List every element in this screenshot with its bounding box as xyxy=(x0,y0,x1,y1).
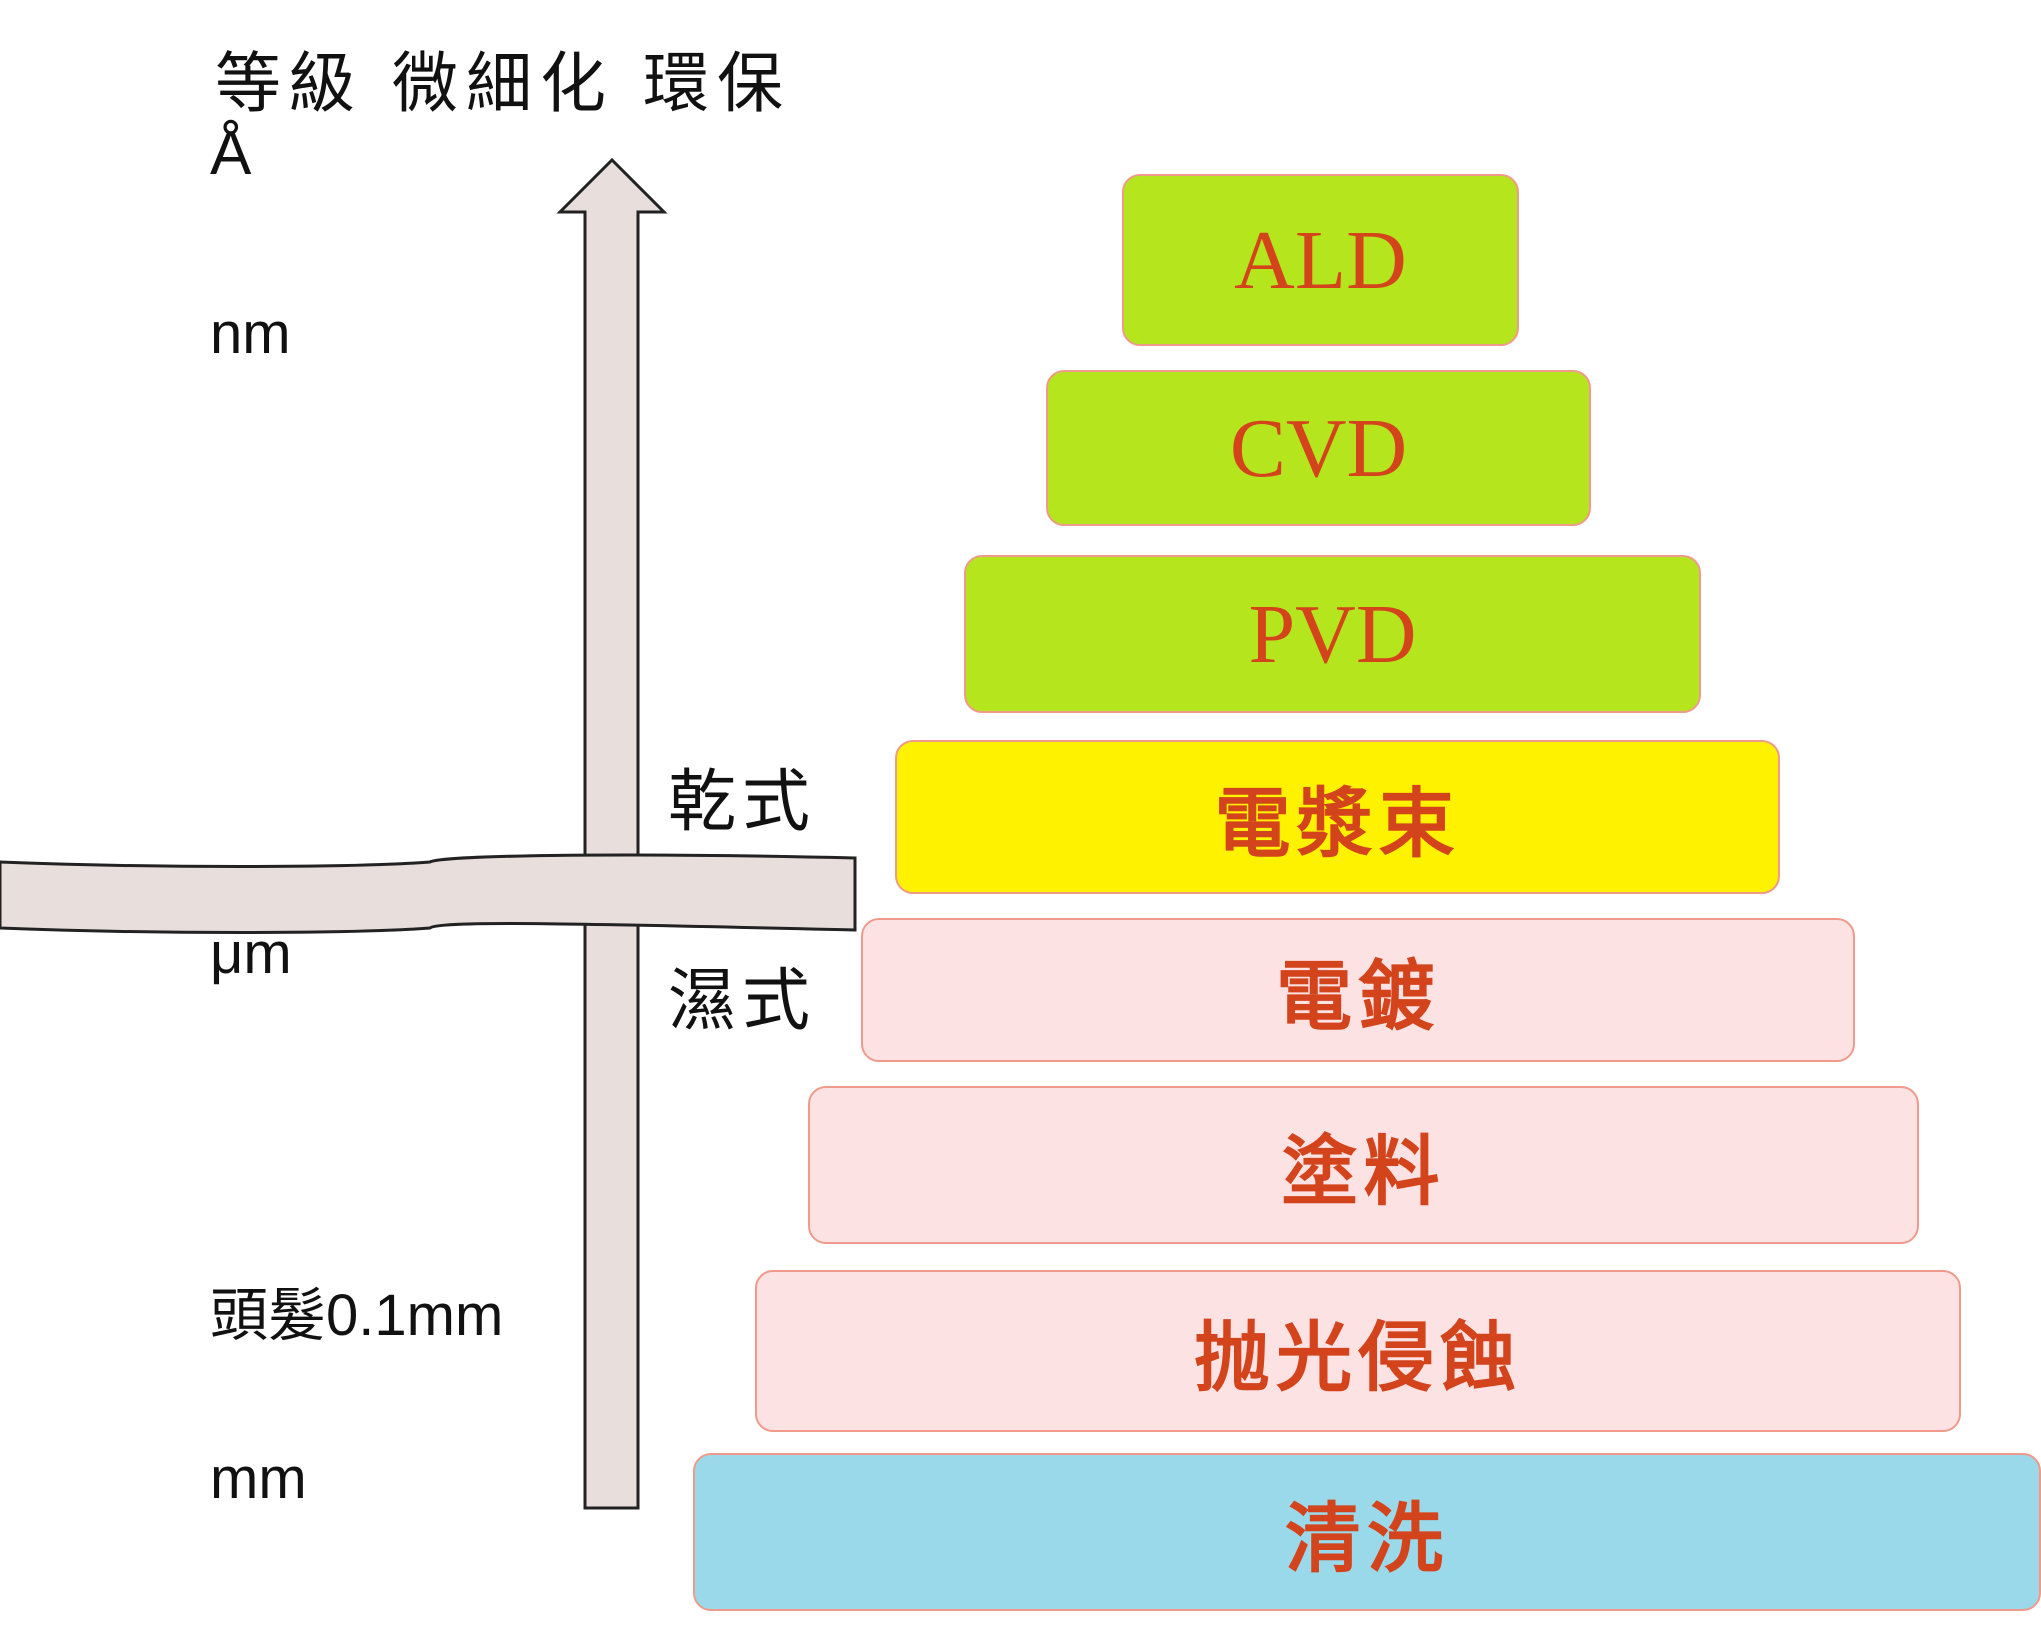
layer-pvd-label: PVD xyxy=(1248,587,1417,681)
layer-ald: ALD xyxy=(1122,174,1519,346)
layer-electroplating-label: 電鍍 xyxy=(1276,952,1440,1041)
scale-label-angstrom: Å xyxy=(210,119,252,188)
layer-polishing: 抛光侵蝕 xyxy=(755,1270,1961,1432)
layer-ald-label: ALD xyxy=(1234,213,1407,307)
scale-label-nm: nm xyxy=(210,301,291,366)
layer-cleaning: 清洗 xyxy=(693,1453,2041,1611)
divider-band xyxy=(0,853,857,934)
scale-label-mm: mm xyxy=(210,1446,307,1511)
layer-cvd-label: CVD xyxy=(1229,401,1408,495)
layer-electroplating: 電鍍 xyxy=(861,918,1855,1062)
layer-cleaning-label: 清洗 xyxy=(1285,1494,1449,1583)
layer-plasma-label: 電漿束 xyxy=(1214,779,1461,868)
wet-process-label: 濕式 xyxy=(668,962,817,1041)
layer-polishing-label: 抛光侵蝕 xyxy=(1194,1313,1522,1402)
scale-label-hair: 頭髮0.1mm xyxy=(210,1283,504,1348)
layer-coating: 塗料 xyxy=(808,1086,1919,1244)
layer-cvd: CVD xyxy=(1046,370,1591,526)
layer-coating-label: 塗料 xyxy=(1281,1127,1446,1216)
chart-title: 等級 微細化 環保 xyxy=(215,45,791,122)
vertical-arrow xyxy=(556,157,668,1510)
layer-pvd: PVD xyxy=(964,555,1701,713)
dry-process-label: 乾式 xyxy=(668,763,817,842)
layer-plasma: 電漿束 xyxy=(895,740,1780,894)
